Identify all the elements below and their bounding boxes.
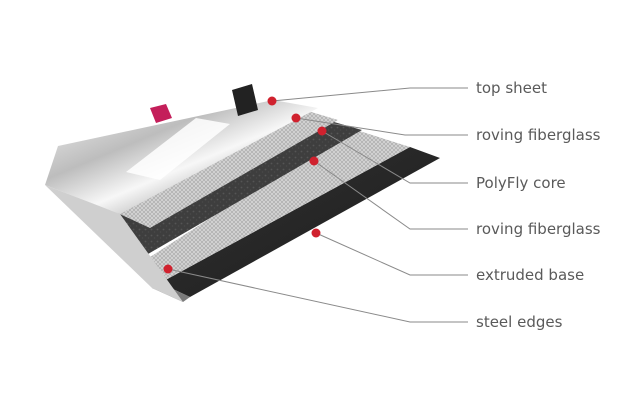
leader-line-roving-fiberglass-lower [313, 160, 468, 230]
label-polyfly-core: PolyFly core [476, 174, 566, 192]
top-sheet-lettering-mark [232, 84, 258, 116]
leader-line-polyfly-core [321, 130, 468, 184]
marker-top-sheet [267, 96, 277, 106]
extruded-base-layer [160, 147, 440, 297]
label-steel-edges: steel edges [476, 313, 563, 331]
label-extruded-base: extruded base [476, 266, 584, 284]
top-sheet-logo-mark [150, 104, 172, 123]
marker-steel-edges [163, 264, 173, 274]
leader-line-extruded-base [315, 232, 468, 276]
leader-line-steel-edges [167, 268, 468, 323]
leader-line-top-sheet [271, 87, 468, 102]
marker-polyfly-core [317, 126, 327, 136]
board-side-edge [45, 185, 183, 302]
lower-fiberglass-layer [133, 128, 410, 283]
top-sheet-graphic-band [126, 118, 230, 180]
label-roving-fiberglass-lower: roving fiberglass [476, 220, 601, 238]
marker-roving-fiberglass-lower [309, 156, 319, 166]
marker-roving-fiberglass-upper [291, 113, 301, 123]
label-top-sheet: top sheet [476, 79, 547, 97]
label-roving-fiberglass-upper: roving fiberglass [476, 126, 601, 144]
leader-line-roving-fiberglass-upper [295, 117, 468, 136]
leader-lines [167, 87, 468, 323]
upper-fiberglass-layer [98, 108, 338, 228]
marker-extruded-base [311, 228, 321, 238]
